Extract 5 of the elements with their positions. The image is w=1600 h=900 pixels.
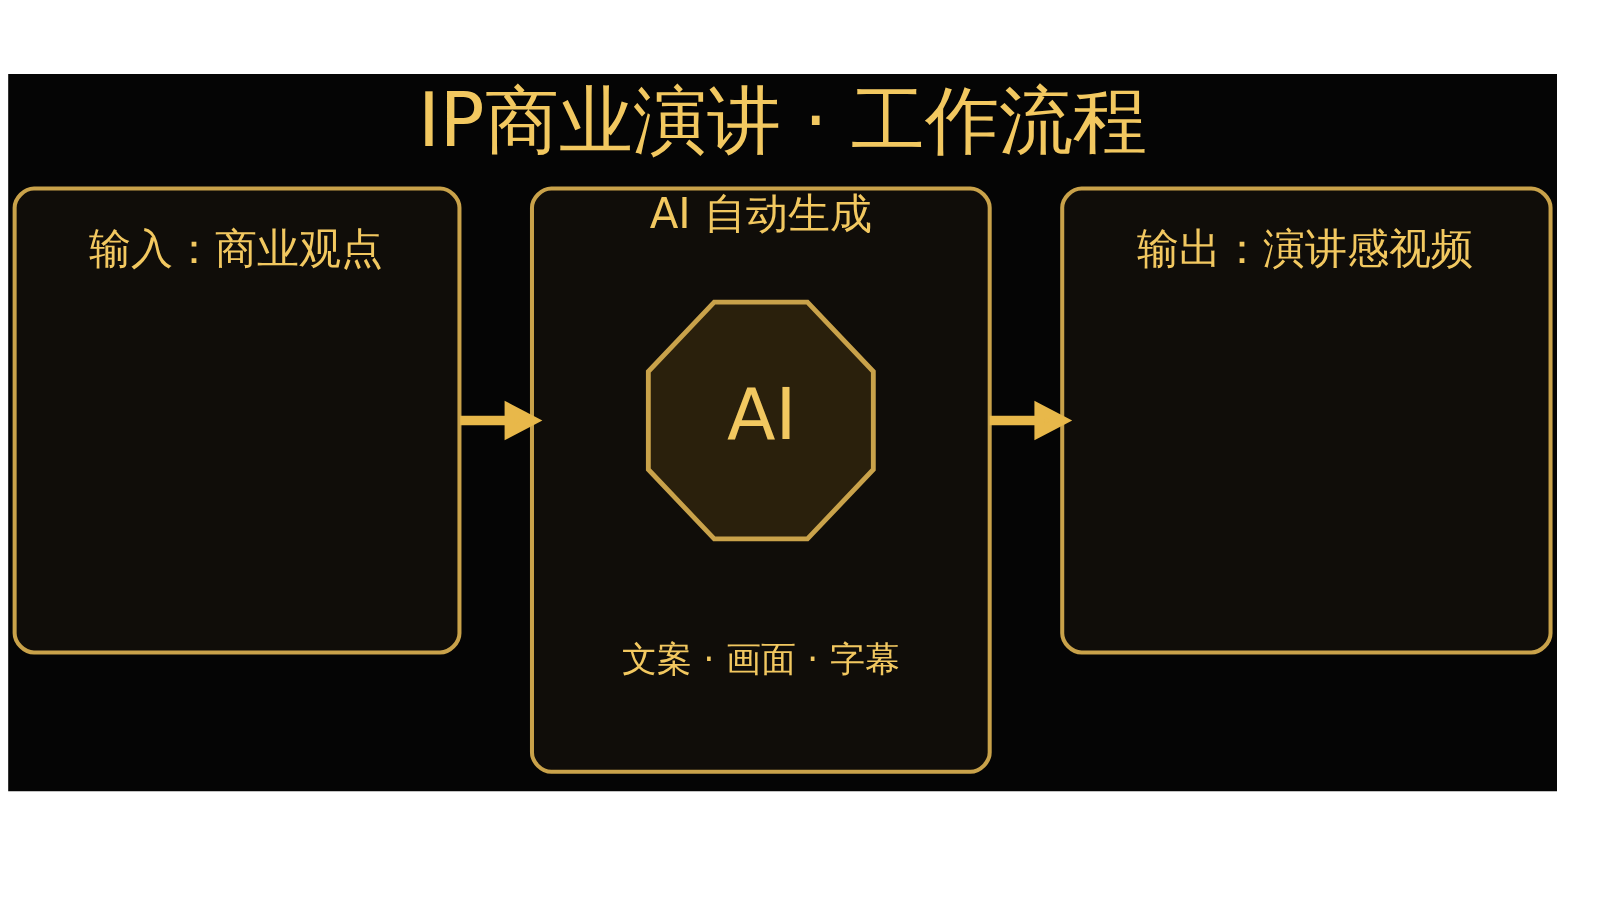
node-box: 输出：演讲感视频 (1060, 186, 1553, 655)
arrow (460, 400, 543, 441)
node-box: 输入：商业观点 (12, 186, 462, 655)
diagram-title: IP商业演讲 · 工作流程 (417, 77, 1148, 164)
arrow (989, 400, 1073, 441)
